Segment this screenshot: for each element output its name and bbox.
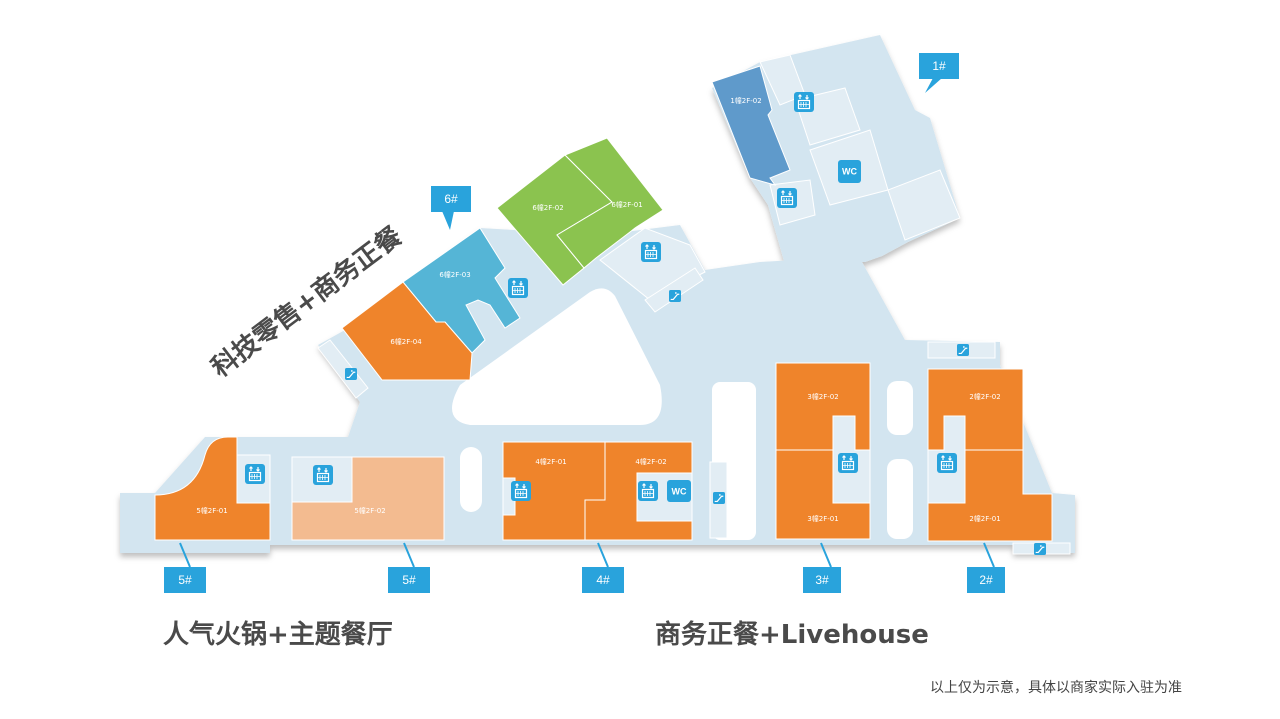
svg-text:WC: WC <box>842 166 857 176</box>
unit-label: 6幢2F-04 <box>390 337 422 346</box>
unit-2-2f-02[interactable]: 2幢2F-02 <box>927 368 1024 451</box>
unit-label: 4幢2F-01 <box>535 457 566 466</box>
building-callout-2[interactable]: 2# <box>967 542 1005 593</box>
unit-3-2f-02[interactable]: 3幢2F-02 <box>775 362 871 451</box>
unit-label: 4幢2F-02 <box>635 457 666 466</box>
escalator-icon <box>669 290 681 302</box>
unit-4-2f-02[interactable]: 4幢2F-02 <box>584 441 693 541</box>
zone-title-2-3: 商务正餐+Livehouse <box>655 619 929 650</box>
svg-text:WC: WC <box>672 486 687 496</box>
unit-label: 6幢2F-02 <box>532 203 563 212</box>
unit-3-2f-01[interactable]: 3幢2F-01 <box>775 449 871 540</box>
building-callout-5a[interactable]: 5# <box>164 542 206 593</box>
svg-text:6#: 6# <box>444 192 458 206</box>
elevator-icon <box>511 481 531 501</box>
elevator-icon <box>937 453 957 473</box>
elevator-icon <box>777 188 797 208</box>
svg-text:4#: 4# <box>596 573 610 587</box>
elevator-icon <box>638 481 658 501</box>
escalator-icon <box>957 344 969 356</box>
unit-6-2f-01[interactable]: 6幢2F-01 <box>556 137 664 269</box>
building-callout-1[interactable]: 1# <box>919 53 959 93</box>
unit-1-2f-02[interactable]: 1幢2F-02 <box>711 65 791 186</box>
elevator-icon <box>508 278 528 298</box>
unit-2-2f-01[interactable]: 2幢2F-01 <box>927 449 1053 542</box>
unit-6-2f-04[interactable]: 6幢2F-04 <box>341 281 473 381</box>
atrium-void <box>887 381 913 435</box>
atrium-void <box>460 447 482 512</box>
unit-label: 6幢2F-03 <box>439 270 470 279</box>
elevator-icon <box>313 465 333 485</box>
svg-text:3#: 3# <box>815 573 829 587</box>
unit-label: 1幢2F-02 <box>730 96 761 105</box>
elevator-icon <box>245 464 265 484</box>
unit-label: 5幢2F-02 <box>354 506 385 515</box>
atrium-void <box>887 459 913 539</box>
unit-label: 3幢2F-02 <box>807 392 838 401</box>
svg-text:5#: 5# <box>402 573 416 587</box>
wc-icon: WC <box>838 160 861 183</box>
escalator-icon <box>345 368 357 380</box>
elevator-icon <box>794 92 814 112</box>
building-callout-4[interactable]: 4# <box>582 542 624 593</box>
svg-text:1#: 1# <box>932 59 946 73</box>
svg-text:5#: 5# <box>178 573 192 587</box>
unit-label: 6幢2F-01 <box>611 200 642 209</box>
svg-text:2#: 2# <box>979 573 993 587</box>
wc-icon: WC <box>667 480 691 502</box>
elevator-icon <box>641 242 661 262</box>
unit-5-2f-01[interactable]: 5幢2F-01 <box>154 436 271 541</box>
unit-label: 5幢2F-01 <box>196 506 227 515</box>
unit-label: 3幢2F-01 <box>807 514 838 523</box>
escalator-icon <box>713 492 725 504</box>
disclaimer-note: 以上仅为示意，具体以商家实际入驻为准 <box>930 680 1182 696</box>
elevator-icon <box>838 453 858 473</box>
escalator-icon <box>1034 543 1046 555</box>
atrium-void <box>452 288 662 425</box>
building-callout-5b[interactable]: 5# <box>388 542 430 593</box>
building-callout-3[interactable]: 3# <box>803 542 841 593</box>
unit-5-2f-02[interactable]: 5幢2F-02 <box>291 456 445 541</box>
unit-label: 2幢2F-01 <box>969 514 1000 523</box>
building-callout-6[interactable]: 6# <box>431 186 471 230</box>
unit-label: 2幢2F-02 <box>969 392 1000 401</box>
zone-title-5: 人气火锅+主题餐厅 <box>163 619 393 650</box>
